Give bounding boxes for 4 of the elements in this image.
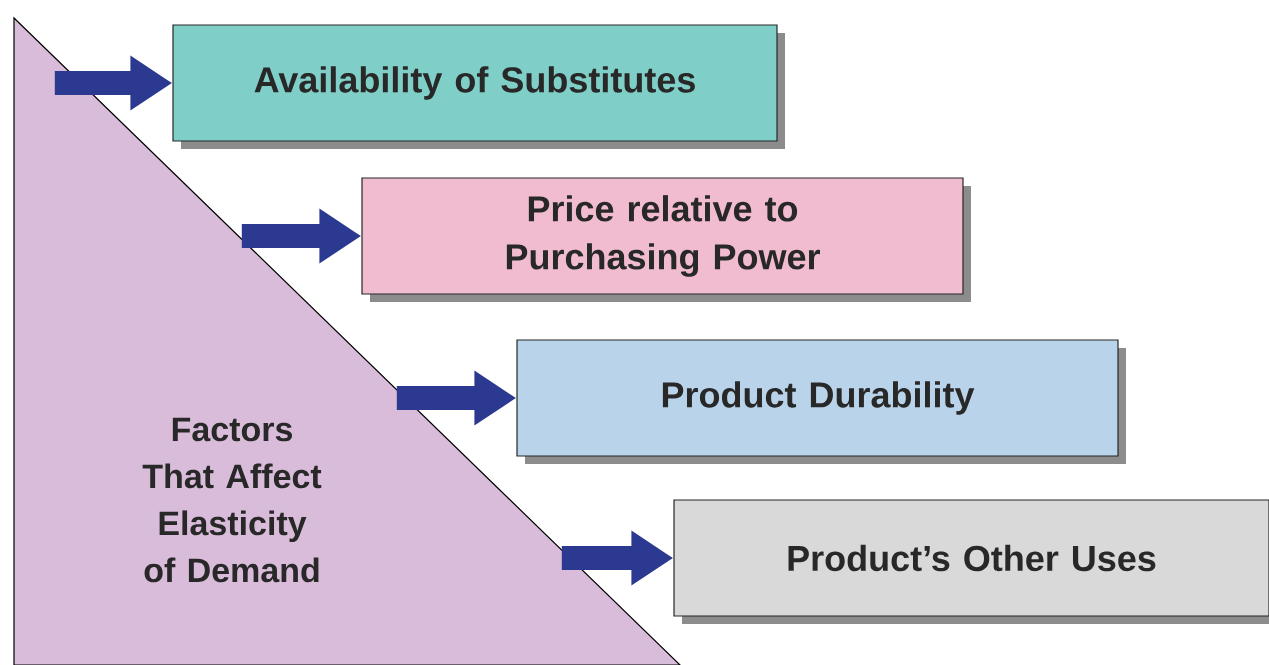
text-box: Product Durability	[516, 339, 1126, 464]
text-box: Product’s Other Uses	[673, 499, 1269, 624]
text-box: Availability of Substitutes	[172, 24, 785, 149]
text-box: Price relative to Purchasing Power	[361, 177, 971, 302]
